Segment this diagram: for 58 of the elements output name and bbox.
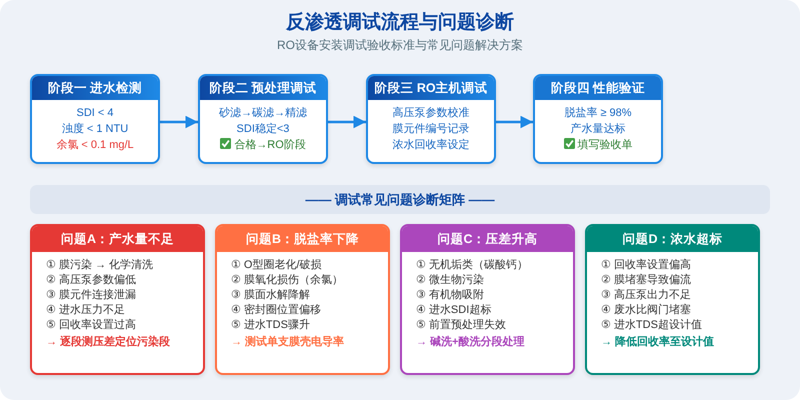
cause-item: ② 高压泵参数偏低: [45, 273, 137, 288]
cause-item: ④ 废水比阀门堵塞: [600, 303, 692, 318]
stage-card: [366, 74, 496, 164]
card-header: 阶段二 预处理调试: [200, 76, 326, 100]
stage-card: [30, 74, 160, 164]
section-banner: —— 调试常见问题诊断矩阵 ——: [30, 185, 770, 214]
problem-card: [400, 224, 575, 375]
cause-item: ③ 高压泵出力不足: [600, 288, 692, 303]
solution-text: → 测试单支膜壳电导率: [230, 335, 346, 350]
cause-item: ① 回收率设置偏高: [600, 258, 692, 273]
stage-card: [198, 74, 328, 164]
cause-item: ⑤ 进水TDS超设计值: [600, 318, 703, 333]
criteria-text: 高压泵参数校准: [392, 106, 470, 121]
problem-card: [585, 224, 760, 375]
solution-text: → 碱洗+酸洗分段处理: [415, 335, 526, 350]
cause-item: ③ 有机物吸附: [415, 288, 485, 303]
cause-item: ④ 密封圈位置偏移: [230, 303, 322, 318]
card-header: 问题D：浓水超标: [587, 226, 758, 252]
cause-item: ① 无机垢类（碳酸钙）: [415, 258, 529, 273]
cause-item: ② 膜氧化损伤（余氯）: [230, 273, 344, 288]
criteria-text: 砂滤→碳滤→精滤: [218, 106, 308, 121]
criteria-text: SDI < 4: [76, 106, 114, 121]
cause-item: ⑤ 前置预处理失效: [415, 318, 507, 333]
status-text: 填写验收单: [578, 139, 632, 151]
cause-item: ② 微生物污染: [415, 273, 485, 288]
cause-item: ④ 进水压力不足: [45, 303, 126, 318]
cause-item: ⑤ 回收率设置过高: [45, 318, 137, 333]
arrow: [496, 116, 533, 128]
subtitle: RO设备安装调试验收标准与常见问题解决方案: [276, 37, 524, 54]
card-header: 问题C：压差升高: [402, 226, 573, 252]
cause-item: ③ 膜元件连接泄漏: [45, 288, 137, 303]
problem-card: [215, 224, 390, 375]
card-header: 问题A：产水量不足: [32, 226, 203, 252]
card-header: 问题B：脱盐率下降: [217, 226, 388, 252]
problem-card: [30, 224, 205, 375]
criteria-text: 脱盐率 ≥ 98%: [563, 106, 633, 121]
solution-text: → 降低回收率至设计值: [600, 335, 716, 350]
arrow: [160, 116, 198, 128]
criteria-text: 产水量达标: [570, 122, 626, 137]
criteria-text: 浊度 < 1 NTU: [60, 122, 130, 137]
title: 反渗透调试流程与问题诊断: [284, 10, 515, 35]
criteria-text: 膜元件编号记录: [392, 122, 470, 137]
stage-card: [533, 74, 663, 164]
cause-item: ⑤ 进水TDS骤升: [230, 318, 311, 333]
arrow: [328, 116, 366, 128]
card-header: 阶段三 RO主机调试: [368, 76, 494, 100]
cause-item: ① O型圈老化/破损: [230, 258, 323, 273]
cause-item: ③ 膜面水解降解: [230, 288, 311, 303]
status-text: 合格→RO阶段: [234, 139, 306, 151]
criteria-text: 浓水回收率设定: [392, 138, 470, 153]
card-header: 阶段四 性能验证: [535, 76, 661, 100]
cause-item: ① 膜污染 → 化学清洗: [45, 258, 154, 273]
criteria-text: SDI稳定<3: [236, 122, 290, 137]
criteria-text: 余氯 < 0.1 mg/L: [55, 138, 135, 153]
cause-item: ② 膜堵塞导致偏流: [600, 273, 692, 288]
card-header: 阶段一 进水检测: [32, 76, 158, 100]
solution-text: → 逐段测压差定位污染段: [45, 335, 172, 350]
cause-item: ④ 进水SDI超标: [415, 303, 492, 318]
